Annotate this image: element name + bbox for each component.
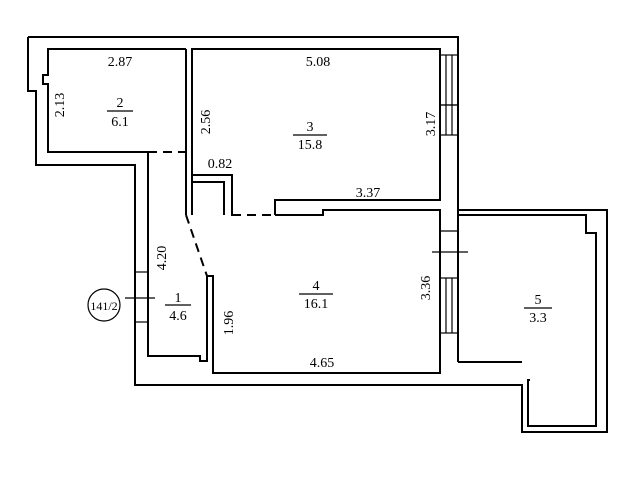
- dim-room3-bottom: 3.37: [356, 186, 381, 201]
- dim-room4-bottom: 4.65: [310, 356, 335, 371]
- room-3-walls: [191, 48, 441, 215]
- niche-inner-wall: [192, 181, 225, 215]
- window-room-4: [439, 277, 459, 334]
- dim-room3-right: 3.17: [424, 112, 439, 137]
- dim-corridor: 4.20: [155, 246, 170, 271]
- dim-niche: 0.82: [208, 157, 233, 172]
- room-5-walls: [458, 214, 597, 427]
- balcony-door: [432, 230, 468, 253]
- dim-room2-width: 2.87: [108, 55, 133, 70]
- svg-text:3: 3: [307, 120, 314, 135]
- dim-room3-width: 5.08: [306, 55, 331, 70]
- room-2-walls: [42, 48, 186, 153]
- svg-text:16.1: 16.1: [304, 297, 329, 312]
- room-label-1: 1 4.6: [165, 291, 191, 324]
- room-label-5: 5 3.3: [524, 293, 552, 326]
- svg-text:15.8: 15.8: [298, 138, 323, 153]
- room-label-2: 2 6.1: [107, 96, 133, 130]
- room-4-doorway: [185, 214, 208, 277]
- room-4-walls: [207, 209, 441, 374]
- room-label-4: 4 16.1: [299, 279, 333, 312]
- svg-text:1: 1: [175, 291, 182, 306]
- plan-marker-circle: [87, 288, 121, 322]
- plan-marker: 141/2: [90, 299, 117, 313]
- svg-text:4.6: 4.6: [169, 309, 187, 324]
- dim-room4-left: 1.96: [222, 311, 237, 336]
- dim-room3-left: 2.56: [199, 110, 214, 135]
- svg-text:4: 4: [313, 279, 320, 294]
- dim-room4-right: 3.36: [419, 276, 434, 301]
- svg-text:5: 5: [535, 293, 542, 308]
- room-label-3: 3 15.8: [293, 120, 327, 153]
- svg-text:2: 2: [117, 96, 124, 111]
- svg-text:3.3: 3.3: [529, 311, 547, 326]
- dim-room2-height: 2.13: [53, 93, 68, 118]
- window-room-3: [439, 54, 459, 136]
- svg-text:6.1: 6.1: [111, 115, 129, 130]
